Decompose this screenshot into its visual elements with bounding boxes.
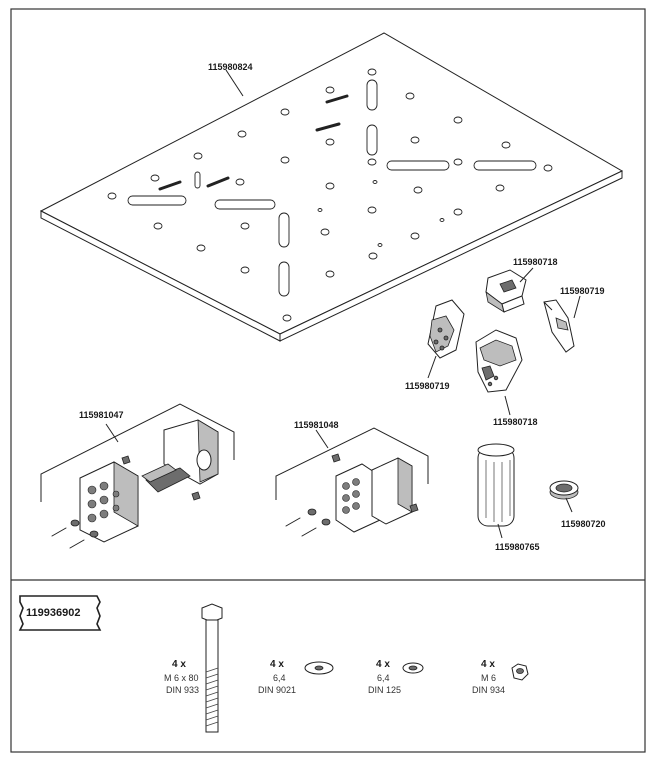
corner-right (543, 299, 575, 353)
corner-top (485, 269, 527, 313)
bracket-mid-nuts (331, 453, 419, 513)
label-plate: 115980824 (208, 62, 253, 72)
plate-holes (107, 68, 553, 322)
corner-bottom (475, 329, 523, 393)
kit-count-washer-large: 4 x (270, 659, 284, 670)
kit-count-bolt: 4 x (172, 659, 186, 670)
plate-slots (127, 79, 537, 297)
cap-part (549, 480, 579, 500)
leader-corner-top (519, 267, 534, 283)
kit-spec1-bolt: M 6 x 80 (164, 673, 199, 683)
bracket-left-group-bracket (40, 403, 235, 502)
bracket-left-rail (141, 419, 219, 493)
kit-nut (511, 663, 529, 681)
kit-count-nut: 4 x (481, 659, 495, 670)
leader-corner-right (573, 295, 581, 319)
corner-left (427, 299, 465, 359)
bracket-left-block (79, 461, 139, 543)
label-corner-bottom: 115980718 (493, 417, 538, 427)
kit-spec2-nut: DIN 934 (472, 685, 505, 695)
bracket-mid-block (335, 457, 413, 533)
label-corner-left: 115980719 (405, 381, 450, 391)
label-corner-right: 115980719 (560, 286, 605, 296)
label-grip: 115980765 (495, 542, 540, 552)
kit-spec2-washer-small: DIN 125 (368, 685, 401, 695)
bracket-left-screws (51, 519, 99, 549)
bracket-left-nuts (121, 455, 201, 501)
kit-bolt (201, 603, 223, 733)
leader-corner-bottom (504, 395, 511, 416)
kit-badge: 119936902 (18, 595, 102, 631)
kit-badge-label: 119936902 (26, 607, 80, 619)
kit-spec1-washer-large: 6,4 (273, 673, 286, 683)
kit-count-washer-small: 4 x (376, 659, 390, 670)
leader-corner-left (427, 355, 437, 379)
label-bracket-mid: 115981048 (294, 420, 339, 430)
leader-bracket-left (105, 423, 119, 443)
label-corner-top: 115980718 (513, 257, 558, 267)
bracket-mid-group-bracket (275, 427, 429, 500)
label-bracket-left: 115981047 (79, 410, 124, 420)
kit-spec1-nut: M 6 (481, 673, 496, 683)
leader-bracket-mid (315, 429, 329, 449)
kit-washer-small (402, 662, 424, 674)
kit-spec1-washer-small: 6,4 (377, 673, 390, 683)
plate-short-slots (158, 94, 349, 191)
base-plate (39, 32, 624, 342)
bracket-mid-screws (285, 508, 331, 537)
kit-washer-large (304, 661, 334, 675)
diagram-frame (10, 8, 646, 753)
grip-part (477, 443, 515, 527)
label-cap: 115980720 (561, 519, 606, 529)
kit-spec2-bolt: DIN 933 (166, 685, 199, 695)
leader-plate (225, 69, 244, 97)
leader-grip (497, 523, 503, 539)
leader-cap (565, 497, 573, 513)
kit-spec2-washer-large: DIN 9021 (258, 685, 296, 695)
